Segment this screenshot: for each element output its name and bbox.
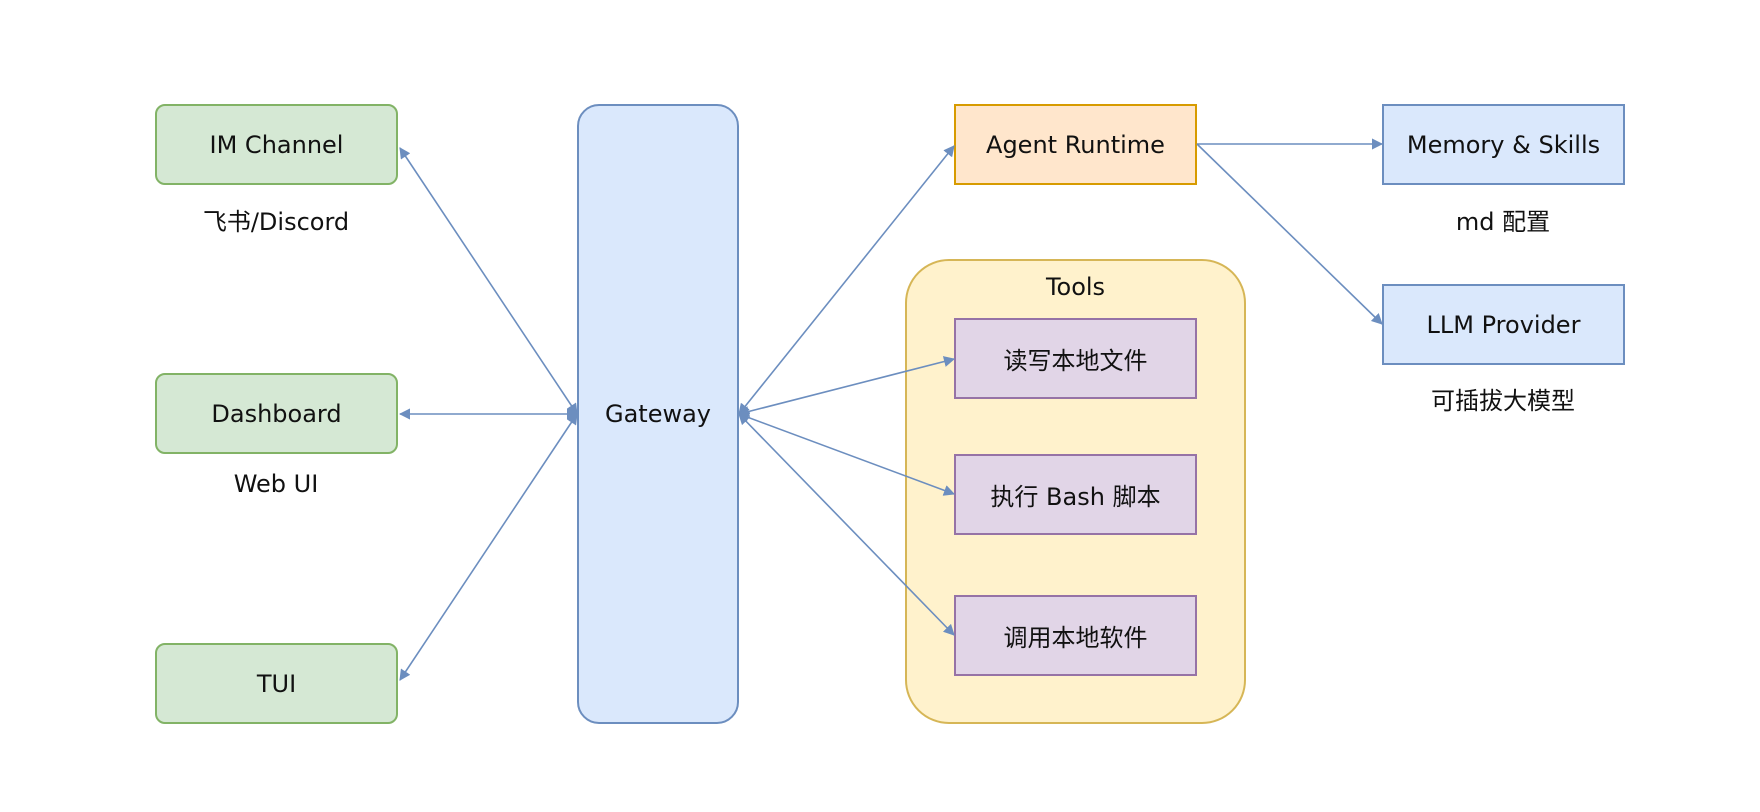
tui-node: TUI bbox=[155, 643, 398, 724]
llm-provider-caption: 可插拔大模型 bbox=[1431, 387, 1575, 415]
gateway-label: Gateway bbox=[604, 400, 712, 428]
dashboard-node: Dashboard bbox=[155, 373, 398, 454]
dashboard-label: Dashboard bbox=[211, 399, 342, 428]
agent-runtime-label: Agent Runtime bbox=[986, 130, 1165, 159]
im-channel-caption: 飞书/Discord bbox=[202, 208, 350, 236]
tools-title: Tools bbox=[1045, 273, 1106, 301]
memory-skills-label: Memory & Skills bbox=[1406, 130, 1601, 159]
dashboard-caption: Web UI bbox=[233, 470, 319, 498]
tool-item-call-local-software: 调用本地软件 bbox=[954, 595, 1197, 676]
tui-label: TUI bbox=[256, 669, 297, 698]
agent-runtime-node: Agent Runtime bbox=[954, 104, 1197, 185]
im-channel-label: IM Channel bbox=[209, 130, 344, 159]
tool-item-label: 调用本地软件 bbox=[1003, 624, 1148, 652]
tool-item-read-write-files: 读写本地文件 bbox=[954, 318, 1197, 399]
memory-skills-caption: md 配置 bbox=[1455, 208, 1551, 236]
arrow-tui-gateway bbox=[399, 413, 578, 681]
gateway-node: Gateway bbox=[577, 104, 739, 724]
llm-provider-node: LLM Provider bbox=[1382, 284, 1625, 365]
im-channel-node: IM Channel bbox=[155, 104, 398, 185]
llm-provider-label: LLM Provider bbox=[1426, 310, 1581, 339]
tool-item-label: 读写本地文件 bbox=[1003, 347, 1148, 375]
memory-skills-node: Memory & Skills bbox=[1382, 104, 1625, 185]
arrow-im-channel-gateway bbox=[399, 147, 578, 415]
tool-item-run-bash: 执行 Bash 脚本 bbox=[954, 454, 1197, 535]
tool-item-label: 执行 Bash 脚本 bbox=[990, 483, 1161, 511]
